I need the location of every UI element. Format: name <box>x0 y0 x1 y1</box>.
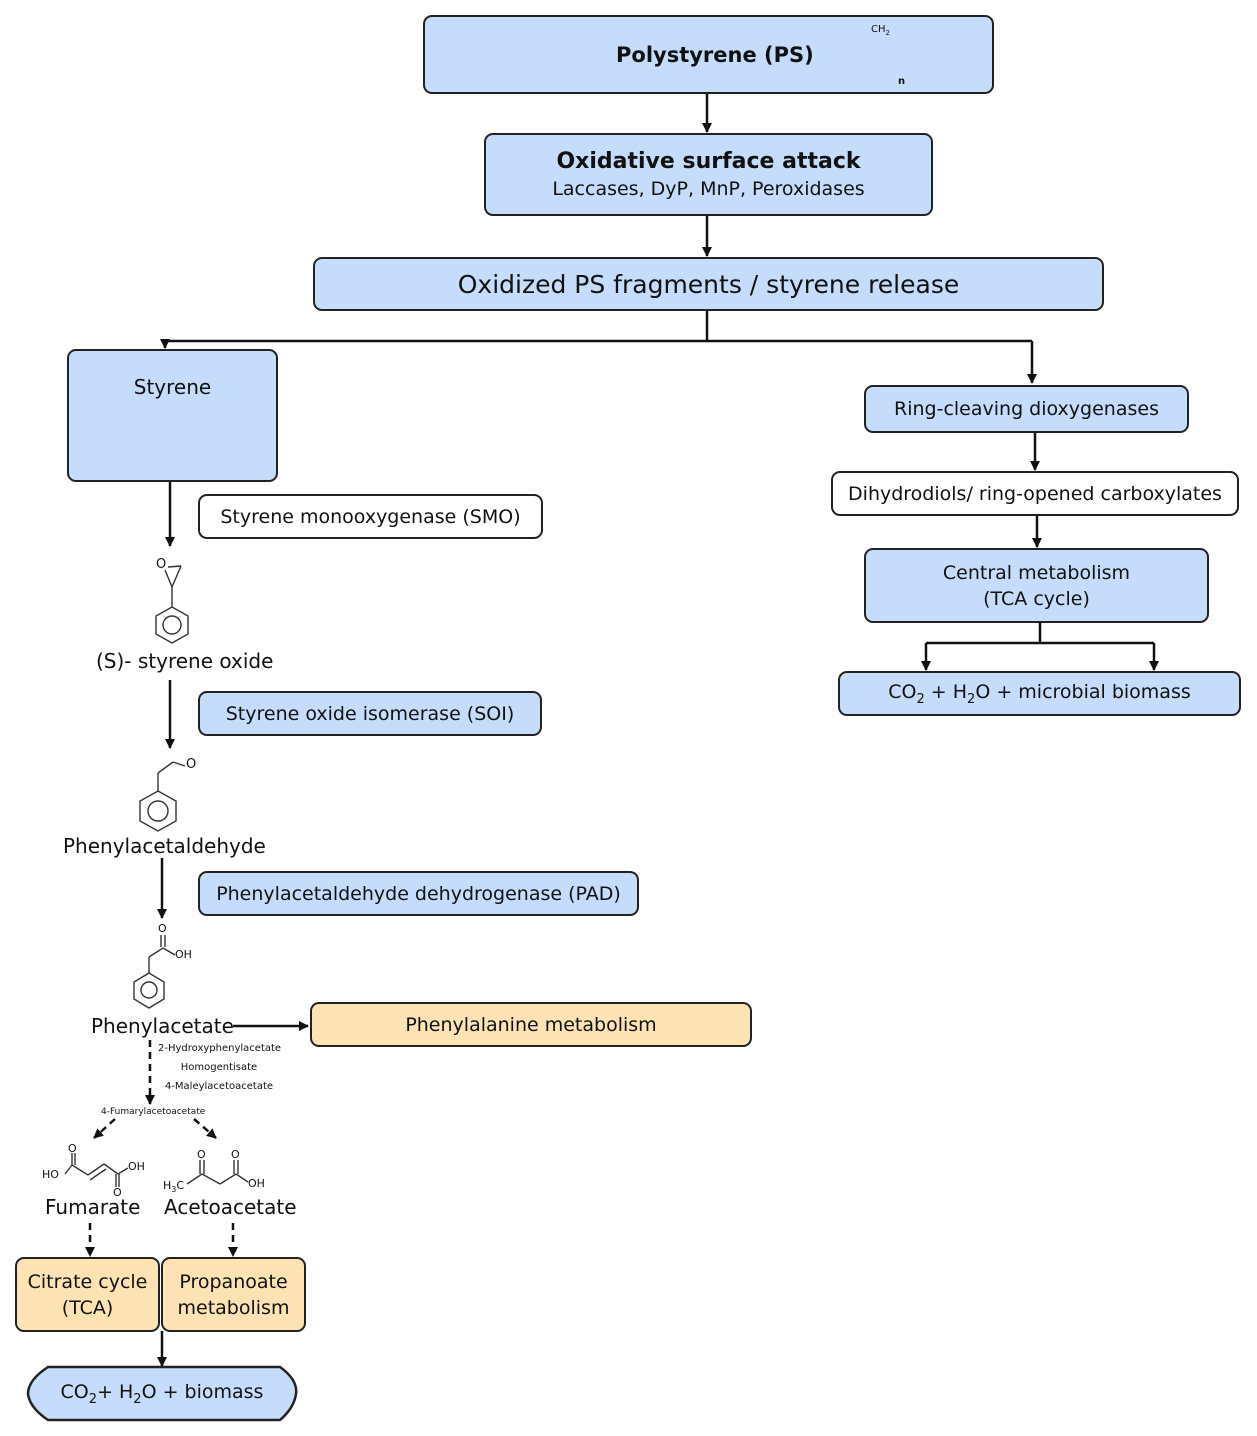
propanoate-line2: metabolism <box>177 1296 290 1319</box>
smo-label: Styrene monooxygenase (SMO) <box>220 505 521 528</box>
central-line1: Central metabolism <box>942 561 1131 584</box>
acid-oxygen: O <box>158 922 167 935</box>
dihydrodiols-box: Dihydrodiols/ ring-opened carboxylates <box>831 471 1239 516</box>
oxidative-attack-box: Oxidative surface attack Laccases, DyP, … <box>484 133 933 216</box>
styrene-label: Styrene <box>133 375 212 399</box>
acetoacetate-h3c: H3C <box>163 1179 185 1195</box>
oxidative-enzymes: Laccases, DyP, MnP, Peroxidases <box>552 178 865 200</box>
phenylacetaldehyde-structure <box>139 761 186 832</box>
arrow-to-fumarate-dashed <box>93 1118 116 1139</box>
central-metabolism-box: Central metabolism (TCA cycle) <box>864 548 1209 623</box>
pad-box: Phenylacetaldehyde dehydrogenase (PAD) <box>198 871 639 916</box>
fumarate-o-top: O <box>68 1142 77 1155</box>
citrate-line1: Citrate cycle <box>27 1270 148 1293</box>
styrene-oxide-structure <box>155 565 189 644</box>
fragments-label: Oxidized PS fragments / styrene release <box>457 269 960 299</box>
soi-box: Styrene oxide isomerase (SOI) <box>198 691 542 736</box>
styrene-box: Styrene <box>67 349 278 482</box>
phenylacetate-structure <box>133 935 176 1009</box>
smo-box: Styrene monooxygenase (SMO) <box>198 494 543 539</box>
ps-repeat-n: n <box>898 76 906 87</box>
acetoacetate-structure <box>186 1160 249 1185</box>
central-line2: (TCA cycle) <box>983 587 1090 610</box>
fragments-box: Oxidized PS fragments / styrene release <box>313 257 1104 311</box>
final-biomass-label: CO2+ H2O + biomass <box>60 1381 264 1407</box>
phenylacetate-label: Phenylacetate <box>91 1014 234 1038</box>
fumarate-structure <box>64 1153 129 1187</box>
intermediate-item: Homogentisate <box>180 1062 258 1073</box>
acetoacetate-o-left: O <box>197 1148 206 1161</box>
acetoacetate-o-right: O <box>231 1148 240 1161</box>
citrate-cycle-box: Citrate cycle (TCA) <box>15 1257 160 1332</box>
propanoate-box: Propanoate metabolism <box>161 1257 306 1332</box>
microbial-biomass-box: CO2 + H2O + microbial biomass <box>838 671 1241 716</box>
fumarate-label: Fumarate <box>45 1195 141 1219</box>
ps-formula-ch: CH2 <box>871 24 890 37</box>
polystyrene-box: Polystyrene (PS) <box>423 15 994 94</box>
intermediate-item: 2-Hydroxyphenylacetate <box>158 1043 282 1054</box>
propanoate-line1: Propanoate <box>179 1270 288 1293</box>
aldehyde-oxygen: O <box>186 757 197 772</box>
intermediates-list: 2-Hydroxyphenylacetate Homogentisate 4-M… <box>158 1039 282 1096</box>
phenylacetaldehyde-label: Phenylacetaldehyde <box>63 834 266 858</box>
fumarylacetoacetate-label: 4-Fumarylacetoacetate <box>101 1107 206 1117</box>
dihydrodiols-label: Dihydrodiols/ ring-opened carboxylates <box>848 482 1222 505</box>
microbial-biomass-label: CO2 + H2O + microbial biomass <box>888 680 1191 707</box>
ring-cleaving-label: Ring-cleaving dioxygenases <box>894 398 1159 420</box>
final-biomass-shape <box>26 1365 298 1422</box>
soi-label: Styrene oxide isomerase (SOI) <box>225 702 515 725</box>
phenylalanine-box: Phenylalanine metabolism <box>310 1002 752 1047</box>
pad-label: Phenylacetaldehyde dehydrogenase (PAD) <box>216 882 621 905</box>
fumarate-ho: HO <box>42 1168 59 1181</box>
acid-oh: OH <box>175 948 192 961</box>
oxidative-title: Oxidative surface attack <box>556 149 861 174</box>
citrate-line2: (TCA) <box>61 1296 114 1319</box>
styrene-oxide-label: (S)- styrene oxide <box>96 649 274 673</box>
polystyrene-title: Polystyrene (PS) <box>616 42 814 67</box>
intermediate-item: 4-Maleylacetoacetate <box>164 1081 274 1092</box>
ring-cleaving-box: Ring-cleaving dioxygenases <box>864 385 1189 433</box>
arrow-to-acetoacetate-dashed <box>193 1118 217 1139</box>
acetoacetate-label: Acetoacetate <box>164 1195 297 1219</box>
fumarate-o-bottom: O <box>113 1186 122 1199</box>
phenylalanine-label: Phenylalanine metabolism <box>405 1013 657 1036</box>
fumarate-oh: OH <box>128 1160 145 1173</box>
acetoacetate-oh: OH <box>248 1177 265 1190</box>
epoxide-oxygen: O <box>156 557 167 572</box>
